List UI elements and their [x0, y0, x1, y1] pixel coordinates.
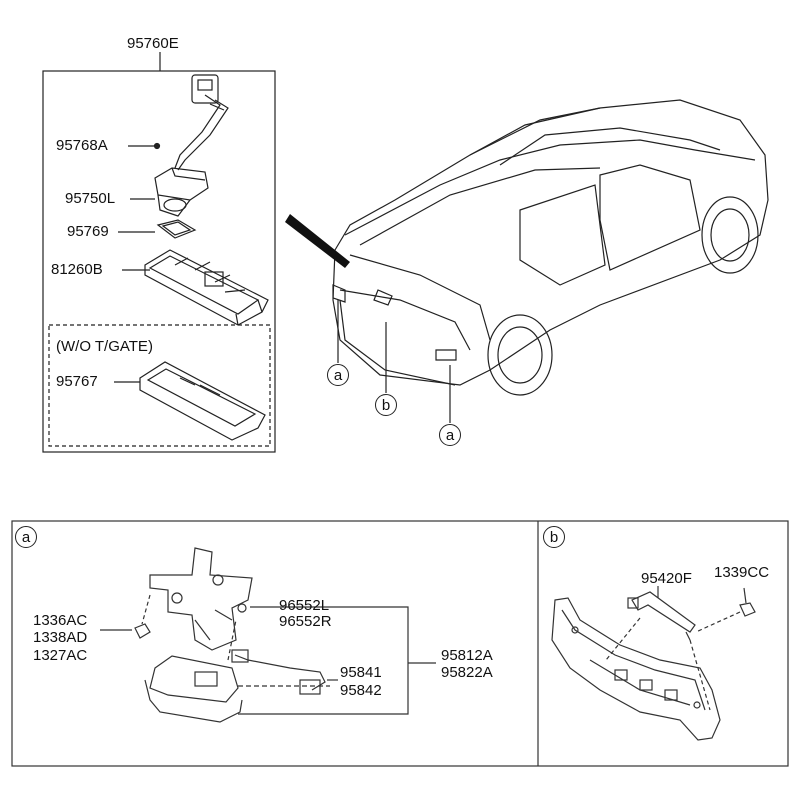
panel-a-sensor-1-label: 95841 — [340, 664, 382, 681]
bottom-frame — [11, 520, 789, 767]
part-label-95768a: 95768A — [56, 137, 108, 154]
panel-a-bolt-drawing — [134, 594, 151, 639]
panel-a-bracket-r-label: 96552R — [279, 613, 332, 630]
panel-a-unit-1-label: 95812A — [441, 647, 493, 664]
panel-a-bolt-label-2: 1338AD — [33, 629, 88, 646]
assembly-code-label: 95760E — [127, 35, 179, 52]
garnish-drawing — [139, 361, 266, 441]
part-label-95767: 95767 — [56, 373, 98, 390]
panel-b-nut-drawing — [695, 587, 756, 633]
harness-drawing — [174, 74, 229, 171]
panel-a-bracket-l-label: 96552L — [279, 597, 330, 614]
panel-a-bracket-drawing — [149, 547, 253, 651]
part-label-95769: 95769 — [67, 223, 109, 240]
panel-b-bracket-drawing — [605, 586, 711, 711]
parts-box — [42, 70, 276, 453]
panel-b-bracket-label: 95420F — [641, 570, 692, 587]
panel-a-module-drawing — [144, 619, 243, 723]
panel-b-nut-label: 1339CC — [714, 564, 770, 581]
panel-b-panel-drawing — [551, 597, 721, 741]
panel-a-bolt-label-1: 1336AC — [33, 612, 88, 629]
panel-b-marker: b — [543, 526, 565, 548]
variant-label: (W/O T/GATE) — [56, 338, 153, 355]
panel-a-marker: a — [15, 526, 37, 548]
panel-a-unit-2-label: 95822A — [441, 664, 493, 681]
callout-b: b — [375, 394, 397, 416]
car-drawing — [332, 99, 769, 396]
part-label-81260b: 81260B — [51, 261, 103, 278]
gasket-drawing — [156, 219, 197, 239]
camera-drawing — [154, 167, 209, 217]
callout-a-right: a — [439, 424, 461, 446]
panel-a-wire-drawing — [231, 649, 330, 695]
panel-a-bolt-label-3: 1327AC — [33, 647, 88, 664]
part-label-95750l: 95750L — [65, 190, 116, 207]
housing-drawing — [144, 249, 269, 326]
pointer-wedge — [285, 214, 350, 268]
variant-box — [48, 324, 271, 447]
panel-a-sensor-2-label: 95842 — [340, 682, 382, 699]
callout-a-left: a — [327, 364, 349, 386]
